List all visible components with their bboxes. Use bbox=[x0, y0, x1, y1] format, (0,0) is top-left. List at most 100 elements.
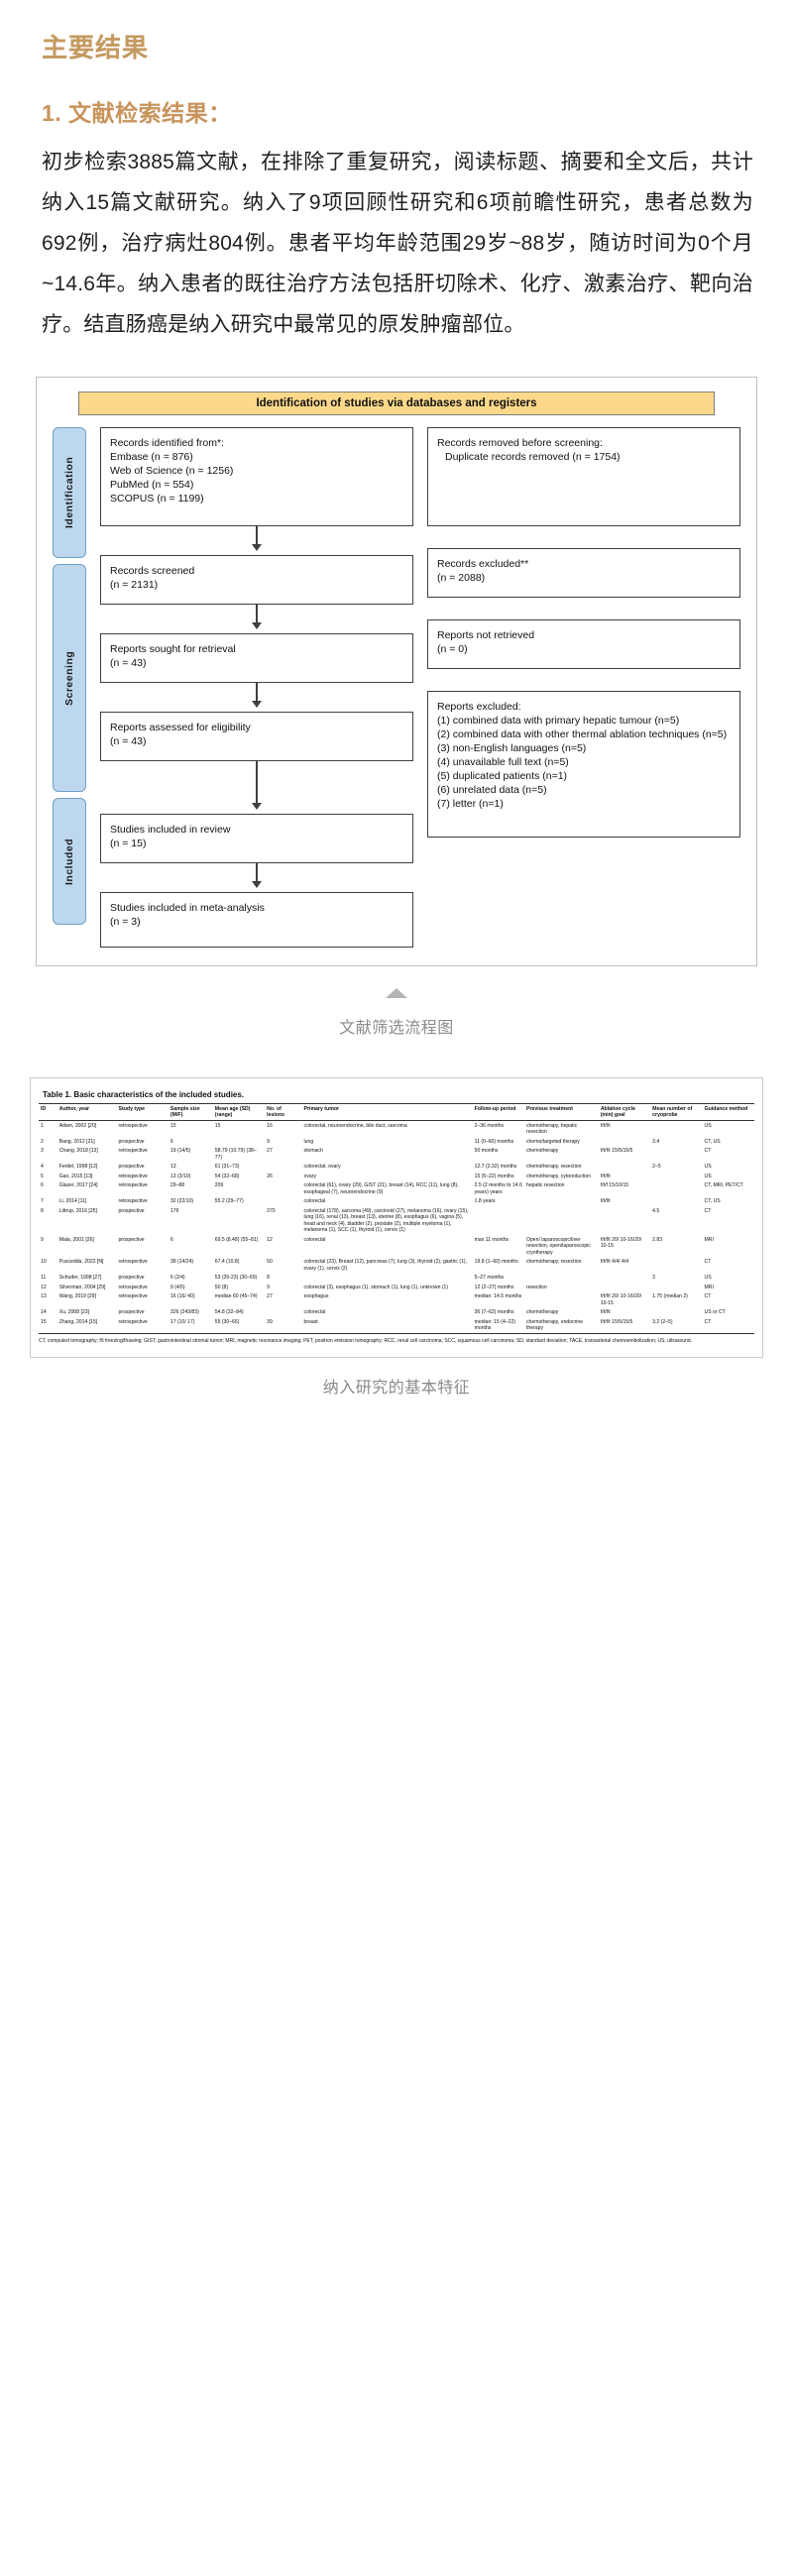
table-cell-follow-up-period: 2.5 (2 months to 14.6 years) years bbox=[474, 1182, 522, 1195]
table-cell-sample-size-m-f: 326 (243/83) bbox=[170, 1309, 199, 1316]
table-cell-guidance-method: CT, US bbox=[704, 1138, 721, 1145]
table-cell-follow-up-period: 12.7 (3.32) months bbox=[474, 1164, 517, 1171]
table-cell-study-type: prospective bbox=[118, 1236, 145, 1243]
reports-not-retrieved-line-2: (n = 0) bbox=[437, 643, 468, 655]
records-screened-line-1: Records screened bbox=[110, 565, 195, 577]
reports-excluded-title: Reports excluded: bbox=[437, 701, 521, 713]
table-cell-id: 6 bbox=[41, 1182, 44, 1189]
table-cell-no-of-lesions: 16 bbox=[267, 1122, 273, 1129]
table-cell-primary-tumor: colorectal bbox=[303, 1198, 326, 1205]
stage-identification: Identification bbox=[53, 427, 86, 558]
records-identified-line-4: SCOPUS (n = 1199) bbox=[110, 493, 204, 504]
table-cell-sample-size-m-f: 16 (16/ 40) bbox=[170, 1293, 195, 1300]
table-cell-primary-tumor: lung bbox=[303, 1138, 314, 1145]
prisma-diagram: Identification of studies via databases … bbox=[36, 377, 757, 966]
table-cell-ablation-cycle-min-goal: f/t/f/t bbox=[600, 1173, 611, 1179]
reports-excluded-line-7: (7) letter (n=1) bbox=[437, 798, 504, 810]
reports-excluded-line-3: (3) non-English languages (n=5) bbox=[437, 742, 587, 754]
table-cell-previous-treatment: chemotherapy, hepatic resection bbox=[526, 1122, 578, 1135]
table-cell-ablation-cycle-min-goal: f/t/f/t bbox=[600, 1309, 611, 1316]
table-cell-no-of-lesions: 8 bbox=[267, 1275, 270, 1282]
table-cell-study-type: retrospective bbox=[118, 1259, 148, 1266]
table-cell-mean-number-of-cryoprobe: 3 bbox=[652, 1275, 656, 1282]
table-cell-sample-size-m-f: 9 (4/5) bbox=[170, 1284, 185, 1290]
table-cell-primary-tumor bbox=[302, 1274, 473, 1284]
col-study-type: Study type bbox=[116, 1103, 169, 1121]
col-mean-cryoprobe: Mean number of cryoprobe bbox=[650, 1103, 703, 1121]
box-reports-excluded: Reports excluded: (1) combined data with… bbox=[427, 691, 740, 838]
table-cell-sample-size-m-f: 6 bbox=[170, 1138, 173, 1145]
characteristics-table: ID Author, year Study type Sample size (… bbox=[39, 1103, 754, 1335]
table-cell-mean-number-of-cryoprobe: 2–5 bbox=[652, 1164, 661, 1171]
table-cell-study-type: retrospective bbox=[118, 1122, 148, 1129]
box-reports-assessed: Reports assessed for eligibility (n = 43… bbox=[100, 712, 413, 761]
records-removed-title: Records removed before screening: bbox=[437, 437, 603, 449]
table-cell-mean-age-sd-range: 55 (30–66) bbox=[212, 1317, 266, 1335]
caption-triangle-icon bbox=[386, 988, 407, 998]
studies-meta-line-2: (n = 3) bbox=[110, 916, 141, 928]
side-gap-1 bbox=[427, 526, 740, 548]
table-cell-id: 12 bbox=[41, 1284, 47, 1290]
table-cell-previous-treatment: chemotherapy bbox=[526, 1148, 559, 1155]
table-cell-primary-tumor: colorectal (23), Breast (12), pancreas (… bbox=[303, 1259, 468, 1272]
table-cell-sample-size-m-f: 13 (3/10) bbox=[170, 1173, 191, 1179]
table-footnote: CT, computed tomography; f/t freezing/th… bbox=[39, 1338, 692, 1345]
table-cell-study-type: prospective bbox=[118, 1138, 145, 1145]
records-excluded-line-1: Records excluded** bbox=[437, 558, 529, 570]
col-guidance: Guidance method bbox=[702, 1103, 754, 1121]
col-primary-tumor: Primary tumor bbox=[301, 1103, 473, 1121]
table-header-row: ID Author, year Study type Sample size (… bbox=[39, 1103, 754, 1121]
connector-1 bbox=[256, 526, 258, 544]
table-cell-previous-treatment bbox=[524, 1292, 599, 1308]
reports-excluded-line-6: (6) unrelated data (n=5) bbox=[437, 784, 547, 796]
table-title: Table 1. Basic characteristics of the in… bbox=[43, 1090, 245, 1099]
table-cell-study-type: retrospective bbox=[118, 1284, 148, 1290]
prisma-banner: Identification of studies via databases … bbox=[78, 392, 715, 415]
table-cell-primary-tumor: ovary bbox=[303, 1173, 317, 1179]
table-cell-ablation-cycle-min-goal bbox=[599, 1137, 650, 1147]
table-cell-id: 4 bbox=[41, 1164, 44, 1171]
connector-4 bbox=[256, 761, 258, 803]
table-cell-author-year: Zhang, 2014 [15] bbox=[57, 1317, 117, 1335]
table-cell-author-year: Mala, 2001 [26] bbox=[58, 1236, 94, 1243]
table-cell-mean-age-sd-range: 54.8 (32–84) bbox=[214, 1309, 244, 1316]
table-cell-no-of-lesions bbox=[265, 1197, 301, 1207]
table-cell-author-year: Li, 2014 [11] bbox=[58, 1198, 87, 1205]
col-id: ID bbox=[39, 1103, 57, 1121]
table-cell-author-year: Xu, 2008 [23] bbox=[58, 1309, 90, 1316]
table-cell-previous-treatment: chemotherapy, endocrine therapy bbox=[524, 1317, 599, 1335]
table-cell-guidance-method: US bbox=[704, 1275, 712, 1282]
table-cell-author-year: Puscedda, 2022 [N] bbox=[58, 1259, 104, 1266]
table-cell-sample-size-m-f: 176 bbox=[170, 1207, 179, 1214]
table-cell-previous-treatment: chemo/targeted therapy bbox=[526, 1138, 580, 1145]
studies-review-line-2: (n = 15) bbox=[110, 838, 147, 849]
table-cell-no-of-lesions bbox=[265, 1308, 301, 1318]
table-cell-mean-age-sd-range: 209 bbox=[214, 1182, 224, 1189]
table-cell-study-type: retrospective bbox=[118, 1173, 148, 1179]
table-cell-study-type: retrospective bbox=[118, 1198, 148, 1205]
table-cell-no-of-lesions: 50 bbox=[267, 1259, 273, 1266]
studies-review-line-1: Studies included in review bbox=[110, 824, 231, 836]
table-cell-ablation-cycle-min-goal bbox=[599, 1206, 650, 1235]
table-cell-primary-tumor: esophagus bbox=[303, 1293, 329, 1300]
table-cell-sample-size-m-f: 6 (2/4) bbox=[170, 1275, 185, 1282]
table-cell-sample-size-m-f: 32 (22/10) bbox=[170, 1198, 194, 1205]
table-cell-follow-up-period: 15 (5–22) months bbox=[474, 1173, 514, 1179]
table-cell-sample-size-m-f: 19 (14/5) bbox=[170, 1148, 191, 1155]
arrow-down-5 bbox=[252, 881, 262, 888]
table-cell-ablation-cycle-min-goal: f/t/f/t 15/5/15/5 bbox=[598, 1317, 651, 1335]
table-cell-no-of-lesions: 39 bbox=[265, 1317, 302, 1335]
table-cell-previous-treatment: chemotherapy, resection bbox=[526, 1259, 582, 1266]
table-cell-ablation-cycle-min-goal: f/t/f/t 15/5/15/5 bbox=[600, 1148, 633, 1155]
reports-assessed-line-1: Reports assessed for eligibility bbox=[110, 722, 251, 733]
box-records-screened: Records screened (n = 2131) bbox=[100, 555, 413, 605]
table-cell-mean-age-sd-range bbox=[213, 1206, 265, 1235]
table-cell-mean-number-of-cryoprobe bbox=[650, 1308, 702, 1318]
